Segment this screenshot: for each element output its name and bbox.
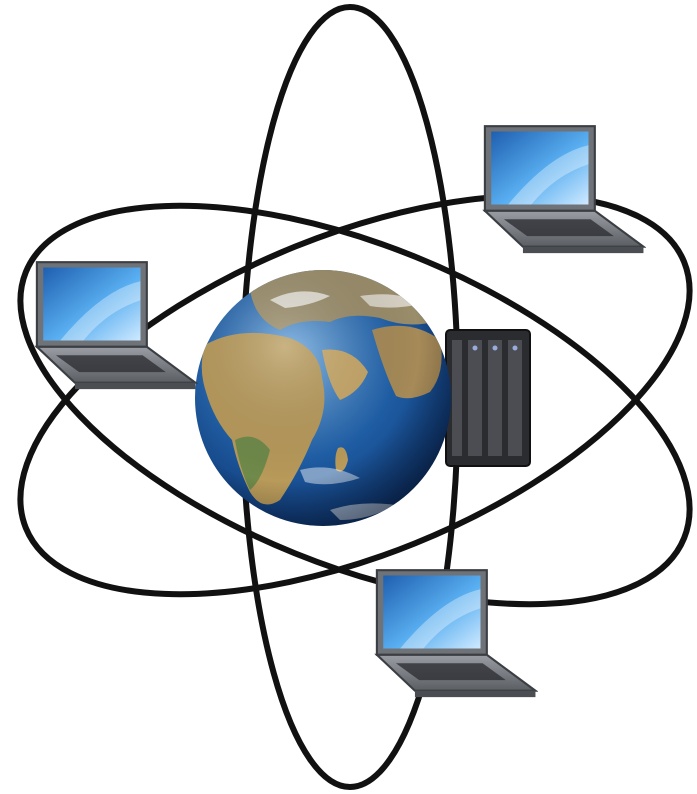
globe-icon xyxy=(195,268,451,526)
laptop-icon-bottom xyxy=(377,570,536,697)
orbit-vertical-front xyxy=(240,120,242,674)
laptop-icon-left xyxy=(37,262,196,389)
server-rack-icon xyxy=(446,330,530,466)
laptop-icon-top-right xyxy=(485,126,644,253)
